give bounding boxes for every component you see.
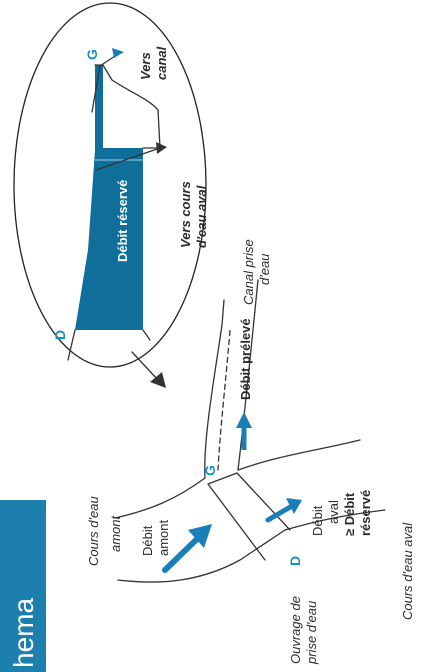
canal-prise-label-1: Canal prise: [241, 239, 256, 305]
debit-aval-label-2: aval: [326, 500, 341, 524]
flow-aval-arrow: [265, 498, 302, 523]
canal-bank-left: [204, 299, 225, 479]
debit-preleve-label: Débit prélevé: [238, 318, 253, 400]
flow-preleve-arrow: [236, 412, 252, 450]
inset-structure-outline: [94, 64, 161, 149]
inset-gate-g: G: [84, 49, 100, 60]
section-title: hema: [8, 598, 39, 668]
inset-pointer: [131, 351, 166, 388]
downstream-bank-bottom: [284, 509, 386, 531]
downstream-bank-top: [237, 439, 361, 471]
section-banner: hema: [0, 500, 46, 672]
vers-aval-label-2: d'eau aval: [194, 185, 209, 248]
vers-aval-arrowhead: [156, 142, 167, 154]
inset-bank-line: [67, 329, 151, 361]
flow-amont-arrow: [162, 524, 212, 573]
ouvrage-label-1: Ouvrage de: [288, 596, 303, 664]
upstream-bank-bottom: [117, 529, 286, 583]
cours-aval-label: Cours d'eau aval: [400, 522, 415, 620]
vers-canal-arrow: [91, 53, 119, 113]
ouvrage-label-2: prise d'eau: [304, 601, 319, 665]
vers-canal-arrowhead: [112, 48, 124, 58]
inset-detail: G D Vers canal Vers cours d'eau aval Déb…: [13, 2, 209, 368]
vers-canal-label-1: Vers: [138, 52, 153, 80]
cours-amont-label-2: amont: [108, 514, 123, 552]
canal-bank-dashed: [217, 329, 231, 471]
debit-amont-label-2: amont: [156, 519, 171, 556]
vers-canal-label-2: canal: [154, 46, 169, 80]
debit-aval-label-4: réservé: [358, 490, 373, 536]
vers-aval-arrow: [95, 147, 161, 171]
debit-aval-label-1: Débit: [310, 505, 325, 536]
debit-amont-label-1: Débit: [140, 525, 155, 556]
cours-amont-label-1: Cours d'eau: [86, 496, 101, 566]
upstream-bank-top: [114, 477, 206, 519]
main-gate-d: D: [287, 556, 303, 566]
reserved-flow-channel: [75, 65, 143, 330]
inset-gate-d: D: [52, 330, 68, 340]
canal-bank-right: [237, 279, 259, 471]
inset-pointer-line: [131, 351, 159, 381]
canal-prise-label-2: d'eau: [257, 254, 272, 285]
main-diagram: G D Canal prise d'eau Débit prélevé Cour…: [86, 239, 415, 665]
debit-reserve-label: Débit réservé: [115, 180, 130, 262]
inset-pointer-arrowhead: [150, 372, 166, 388]
inset-ellipse: [13, 2, 207, 368]
main-gate-g: G: [202, 465, 218, 476]
vers-aval-label-1: Vers cours: [178, 181, 193, 248]
debit-aval-label-3: ≥ Débit: [342, 492, 357, 536]
intake-structure: [207, 472, 291, 561]
